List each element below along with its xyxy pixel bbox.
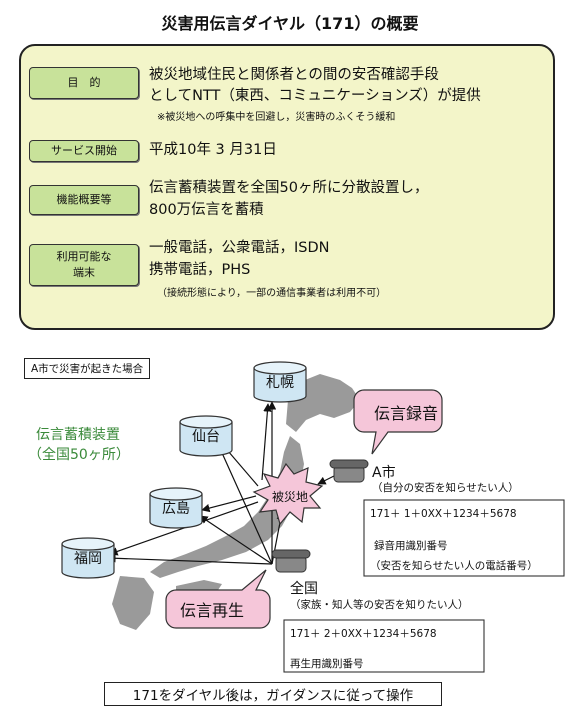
japan-map-diagram	[61, 361, 565, 673]
record-dial-number: 171＋ 1＋0XX＋1234＋5678	[370, 508, 517, 520]
disaster-area-label: 被災地	[272, 490, 309, 504]
telephone-a-city-icon	[329, 459, 369, 483]
play-number-box	[283, 619, 485, 673]
terminal-note: （接続形態により，一部の通信事業者は利用不可）	[157, 288, 387, 299]
terminal-line1: 一般電話，公衆電話，ISDN	[149, 240, 330, 256]
city-sapporo: 札幌	[266, 375, 294, 391]
telephone-nationwide-icon	[271, 549, 311, 573]
terminal-line2: 携帯電話，PHS	[149, 262, 251, 278]
kyushu-shape	[112, 576, 154, 630]
page-title: 災害用伝言ダイヤル（171）の概要	[161, 14, 419, 33]
record-bubble-label: 伝言録音	[374, 404, 439, 423]
disaster-area-burst	[252, 462, 324, 526]
play-dial-number: 171＋ 2＋0XX＋1234＋5678	[290, 628, 437, 640]
storage-title: 伝言蓄積装置	[36, 427, 120, 443]
record-code-label: 録音用識別番号	[374, 540, 448, 552]
function-label: 機能概要等	[29, 185, 139, 215]
purpose-line2: としてNTT（東西、コミュニケーションズ）が提供	[149, 88, 481, 104]
caption-box: 171をダイヤル後は，ガイダンスに従って操作	[104, 682, 442, 706]
function-line2: 800万伝言を蓄積	[149, 202, 264, 218]
purpose-label: 目 的	[29, 67, 139, 99]
playback-bubble-label: 伝言再生	[180, 601, 245, 620]
purpose-note: ※被災地への呼集中を回避し，災害時のふくそう緩和	[157, 112, 396, 123]
storage-count: （全国50ヶ所）	[28, 447, 130, 463]
service-start-label: サービス開始	[29, 140, 139, 162]
scenario-label: A市で災害が起きた場合	[24, 358, 151, 379]
nationwide-subtitle: （家族・知人等の安否を知りたい人）	[290, 599, 469, 611]
storage-hiroshima-icon	[149, 487, 203, 529]
terminal-label: 利用可能な 端末	[29, 244, 139, 286]
storage-fukuoka-icon	[61, 537, 115, 579]
service-start-value: 平成10年 3 月31日	[149, 142, 277, 158]
record-number-box	[363, 499, 565, 577]
storage-sendai-icon	[179, 415, 233, 457]
city-a-label: A市	[372, 465, 396, 481]
play-code-label: 再生用識別番号	[290, 658, 364, 670]
city-sendai: 仙台	[192, 429, 220, 445]
city-fukuoka: 福岡	[74, 551, 102, 567]
purpose-line1: 被災地域住民と関係者との間の安否確認手段	[149, 67, 439, 83]
storage-sapporo-icon	[253, 361, 307, 403]
record-bubble-shape	[353, 389, 443, 455]
function-line1: 伝言蓄積装置を全国50ヶ所に分散設置し，	[149, 180, 429, 196]
city-hiroshima: 広島	[162, 501, 190, 517]
playback-bubble-shape	[165, 569, 271, 629]
nationwide-label: 全国	[290, 581, 318, 597]
record-phone-label: （安否を知らせたい人の電話番号）	[370, 560, 538, 572]
city-a-subtitle: （自分の安否を知らせたい人）	[372, 482, 519, 494]
overview-panel: 目 的 被災地域住民と関係者との間の安否確認手段 としてNTT（東西、コミュニケ…	[19, 44, 555, 330]
